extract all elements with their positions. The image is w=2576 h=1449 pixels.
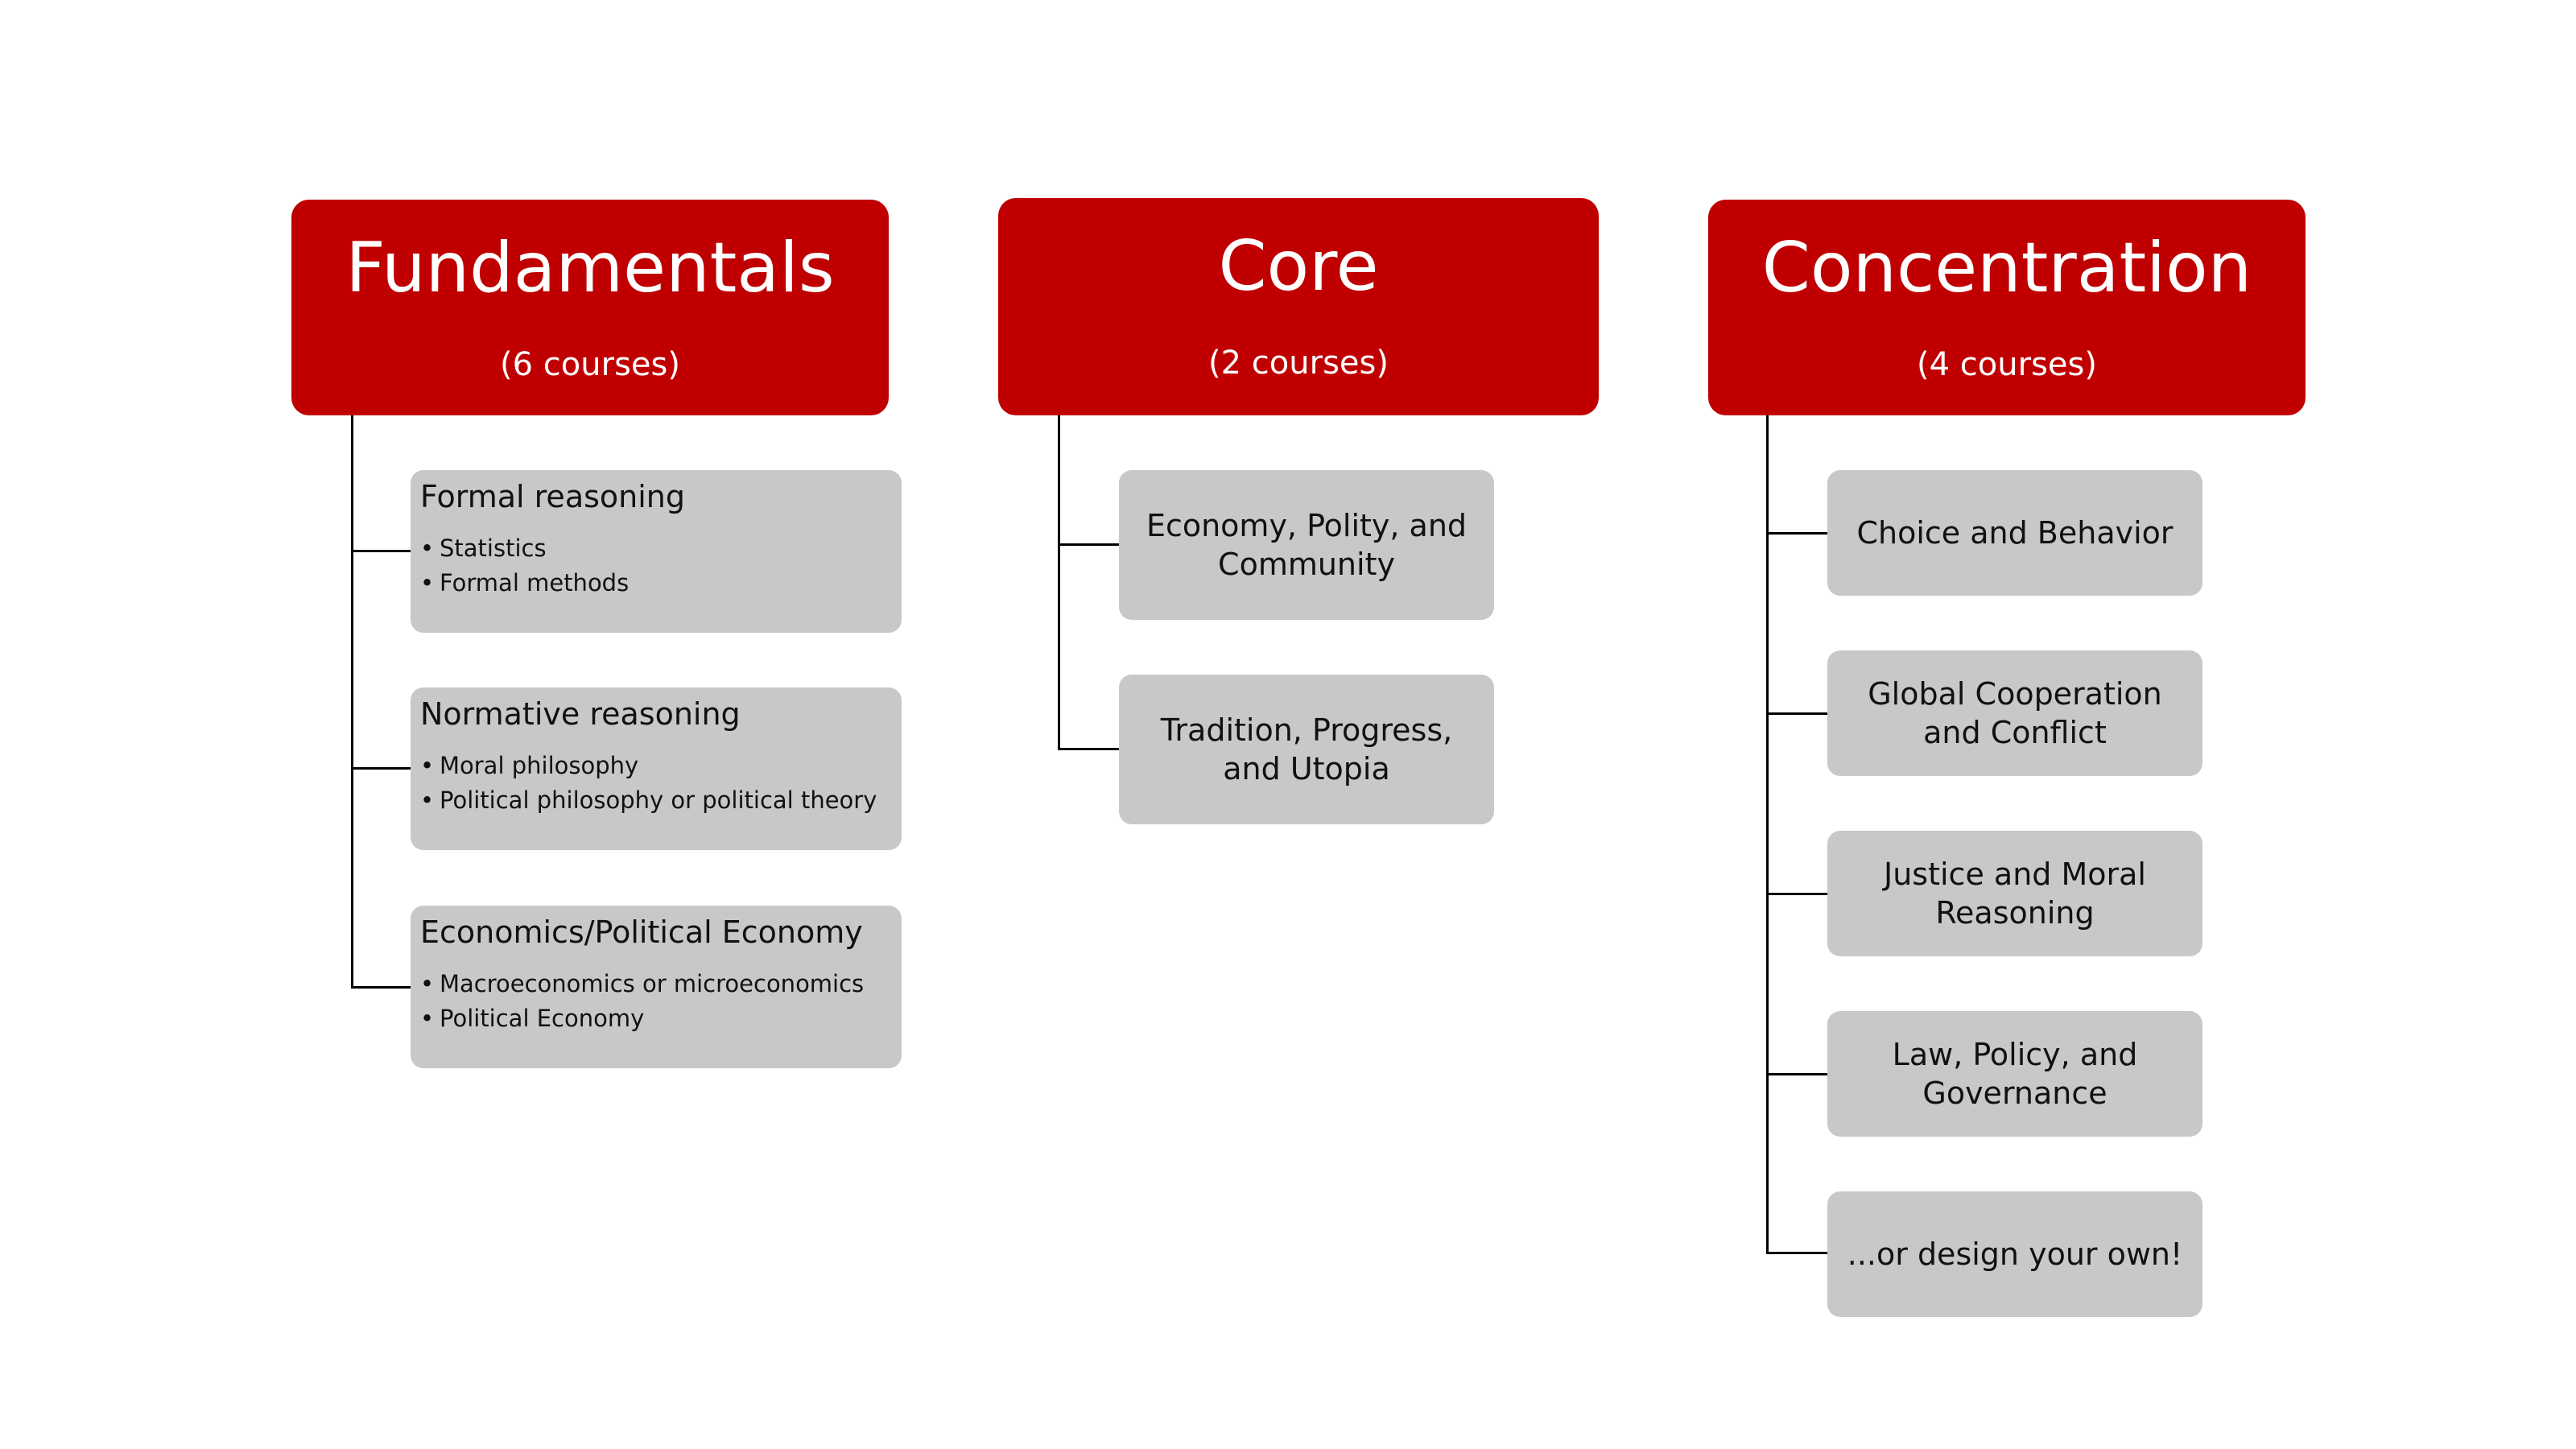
connector-line <box>1766 532 1827 535</box>
column-subtitle: (4 courses) <box>1917 346 2097 383</box>
course-box-law-policy-governance: Law, Policy, and Governance <box>1827 1011 2202 1137</box>
course-bullet: •Formal methods <box>420 566 895 601</box>
bullet-icon: • <box>420 786 435 814</box>
course-bullet-text: Formal methods <box>440 569 630 597</box>
course-bullet-list: •Macroeconomics or microeconomics •Polit… <box>420 967 895 1036</box>
course-bullet: •Moral philosophy <box>420 749 895 783</box>
connector-line <box>1766 1073 1827 1075</box>
connector-line <box>1058 415 1060 750</box>
course-box-title: Choice and Behavior <box>1856 515 2174 551</box>
connector-line <box>1058 543 1119 546</box>
column-title: Core <box>1218 226 1379 307</box>
course-bullet-text: Moral philosophy <box>440 752 639 779</box>
course-box-title: Economy, Polity, and Community <box>1146 508 1468 582</box>
course-box-choice-behavior: Choice and Behavior <box>1827 470 2202 596</box>
bullet-icon: • <box>420 1005 435 1032</box>
connector-line <box>351 767 411 770</box>
course-box-title: Justice and Moral Reasoning <box>1884 857 2146 931</box>
course-box-normative-reasoning: Normative reasoning •Moral philosophy •P… <box>411 687 902 850</box>
connector-line <box>351 550 411 552</box>
connector-line <box>1766 1252 1827 1254</box>
column-header-fundamentals: Fundamentals (6 courses) <box>291 200 889 415</box>
course-box-justice-moral-reasoning: Justice and Moral Reasoning <box>1827 831 2202 956</box>
course-box-title: Normative reasoning <box>420 696 741 732</box>
course-bullet-text: Political Economy <box>440 1005 645 1032</box>
connector-line <box>351 986 411 989</box>
course-box-global-cooperation-conflict: Global Cooperation and Conflict <box>1827 650 2202 776</box>
bullet-icon: • <box>420 535 435 562</box>
course-box-title: ...or design your own! <box>1847 1236 2183 1272</box>
column-header-concentration: Concentration (4 courses) <box>1708 200 2306 415</box>
course-box-title: Global Cooperation and Conflict <box>1868 676 2162 750</box>
course-box-title: Formal reasoning <box>420 479 685 514</box>
course-box-title: Economics/Political Economy <box>420 914 863 950</box>
bullet-icon: • <box>420 752 435 779</box>
course-bullet-text: Statistics <box>440 535 547 562</box>
connector-line <box>1058 748 1119 750</box>
bullet-icon: • <box>420 569 435 597</box>
column-subtitle: (6 courses) <box>500 346 680 383</box>
course-box-tradition-progress-utopia: Tradition, Progress, and Utopia <box>1119 675 1494 824</box>
course-bullet-text: Macroeconomics or microeconomics <box>440 970 865 997</box>
column-subtitle: (2 courses) <box>1208 345 1389 382</box>
bullet-icon: • <box>420 970 435 997</box>
course-bullet: •Macroeconomics or microeconomics <box>420 967 895 1001</box>
connector-line <box>1766 415 1769 1254</box>
course-box-design-your-own: ...or design your own! <box>1827 1191 2202 1317</box>
connector-line <box>351 415 353 989</box>
course-bullet: •Political Economy <box>420 1001 895 1036</box>
course-box-formal-reasoning: Formal reasoning •Statistics •Formal met… <box>411 470 902 633</box>
course-box-title: Law, Policy, and Governance <box>1892 1037 2138 1111</box>
course-bullet-list: •Statistics •Formal methods <box>420 531 895 601</box>
connector-line <box>1766 893 1827 895</box>
course-box-economics-political-economy: Economics/Political Economy •Macroeconom… <box>411 906 902 1068</box>
course-bullet: •Political philosophy or political theor… <box>420 783 895 818</box>
course-bullet-text: Political philosophy or political theory <box>440 786 877 814</box>
course-box-title: Tradition, Progress, and Utopia <box>1160 712 1453 786</box>
course-box-economy-polity-community: Economy, Polity, and Community <box>1119 470 1494 620</box>
column-header-core: Core (2 courses) <box>998 198 1599 415</box>
course-bullet-list: •Moral philosophy •Political philosophy … <box>420 749 895 818</box>
connector-line <box>1766 712 1827 715</box>
column-title: Concentration <box>1761 228 2252 308</box>
column-title: Fundamentals <box>345 228 835 308</box>
course-bullet: •Statistics <box>420 531 895 566</box>
